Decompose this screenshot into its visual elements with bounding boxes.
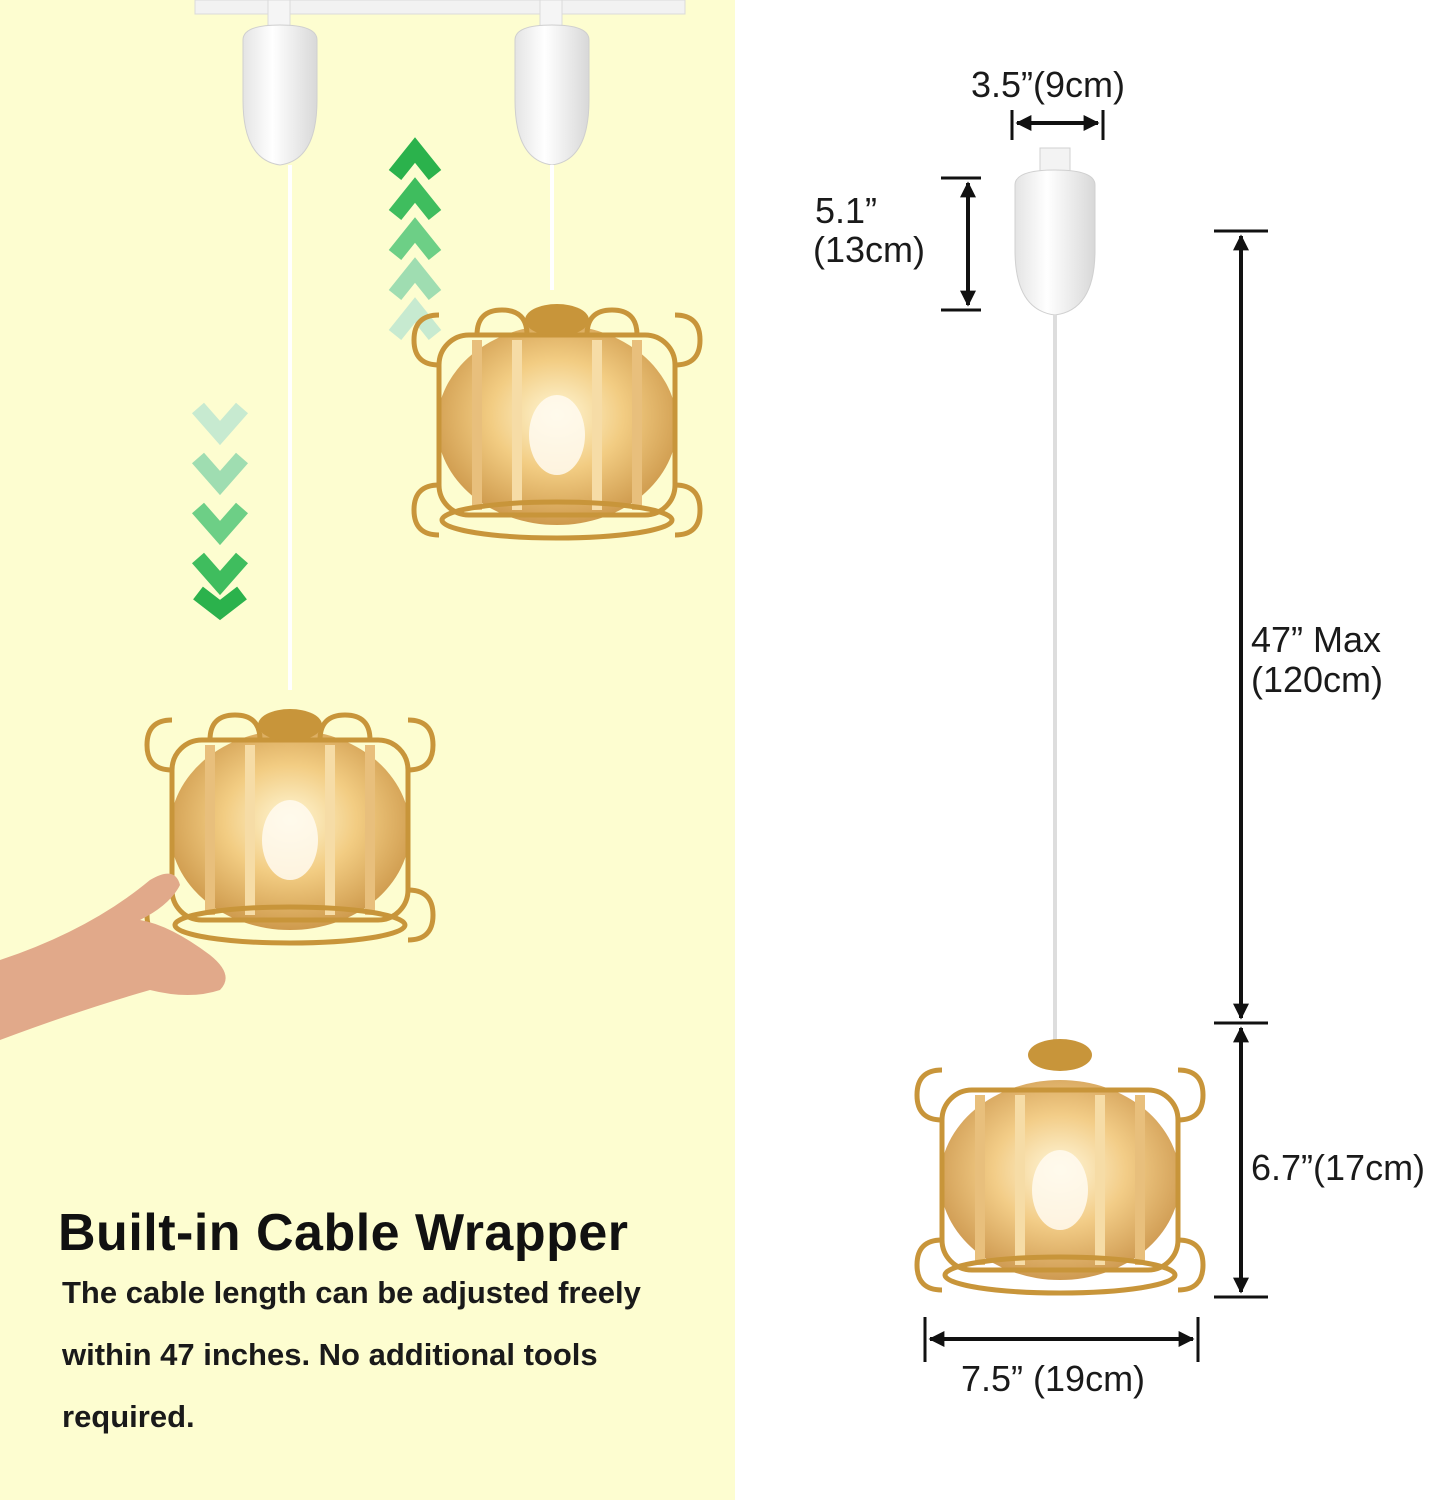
canopy-height-cm-label: (13cm) [813, 229, 926, 270]
pendant-shade-raised [414, 304, 700, 538]
pendant-shade [914, 1039, 1206, 1296]
dimension-diagram [914, 110, 1268, 1362]
pendant-shade-lowered [147, 709, 433, 943]
cable-length-cm-label: (120cm) [1251, 659, 1384, 700]
shade-height-label: 6.7”(17cm) [1251, 1147, 1426, 1188]
hand [0, 873, 226, 1040]
feature-title: Built-in Cable Wrapper [58, 1204, 629, 1262]
lamp-illustration [0, 0, 735, 1040]
shade-width-label: 7.5” (19cm) [961, 1358, 1146, 1399]
feature-description: The cable length can be adjusted freely … [62, 1275, 641, 1434]
cable-length-in-label: 47” Max [1251, 619, 1382, 660]
left-panel: Built-in Cable Wrapper The cable length … [0, 0, 735, 1500]
right-panel: 3.5”(9cm) 5.1” (13cm) 47” Max (120cm) 6.… [735, 0, 1446, 1500]
canopy-height-in-label: 5.1” [815, 190, 878, 231]
canopy-width-label: 3.5”(9cm) [971, 64, 1126, 105]
down-arrow-icon [191, 402, 249, 621]
up-arrow-icon [388, 137, 442, 340]
